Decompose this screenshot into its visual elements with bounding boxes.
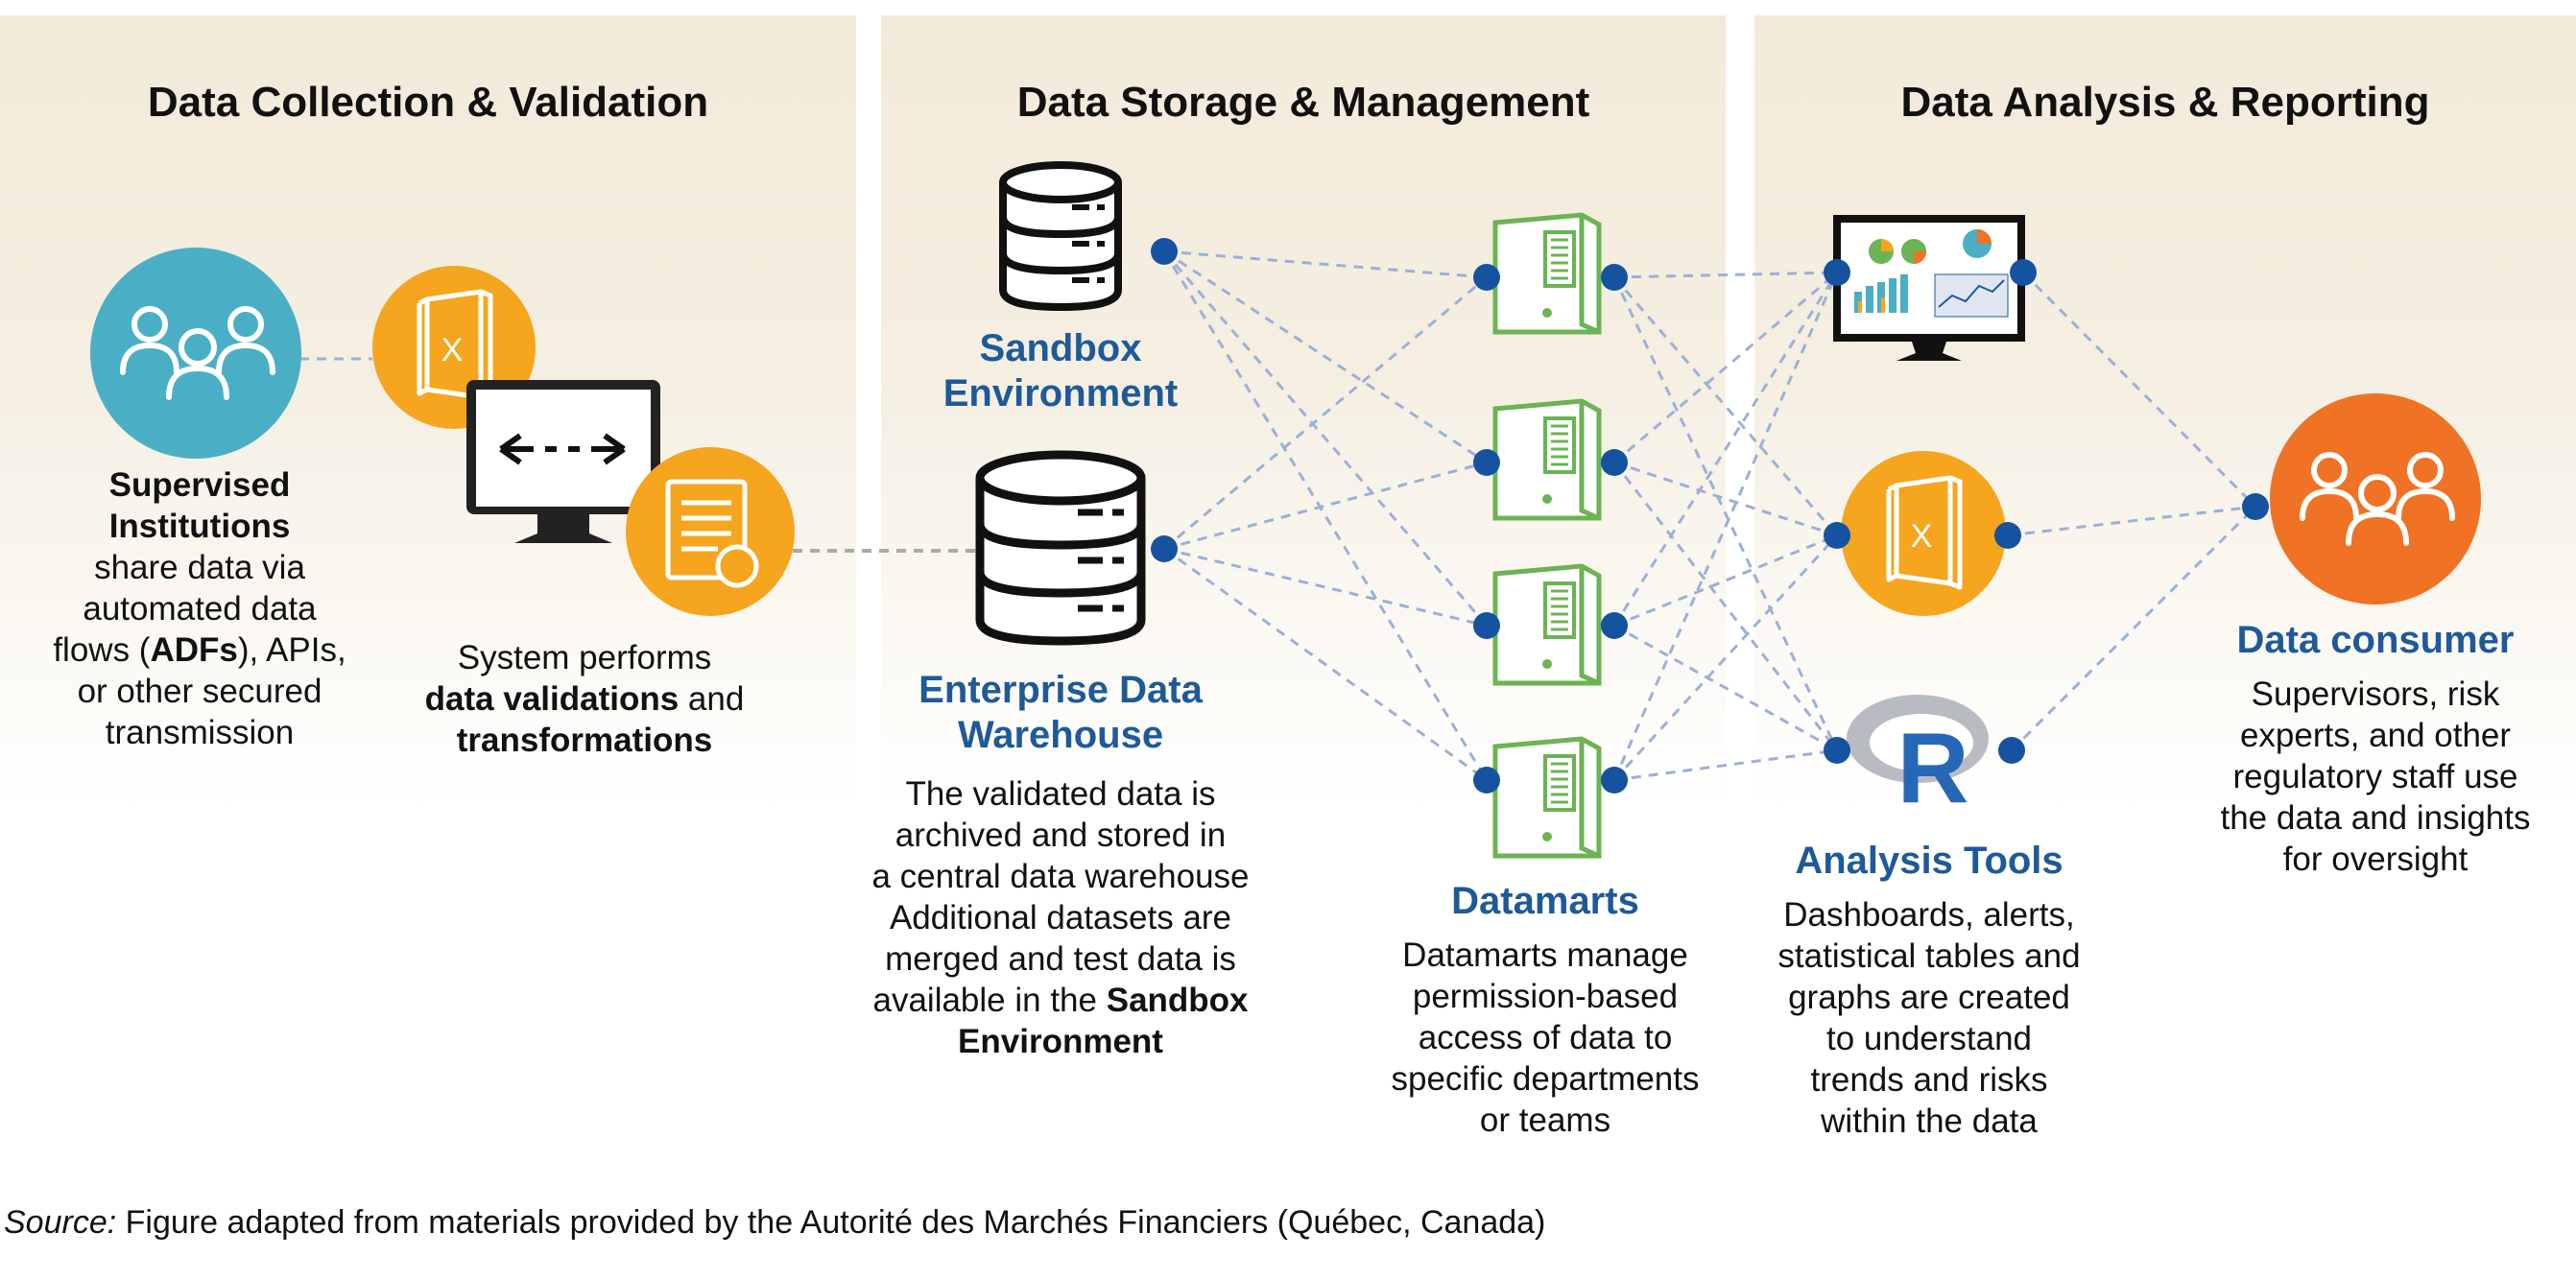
warehouse-sandbox: Sandbox — [1106, 982, 1249, 1019]
warehouse-line-3: a central data warehouse — [871, 858, 1250, 895]
server-icon — [1492, 736, 1602, 859]
consumer-line-4: the data and insights — [2220, 799, 2531, 837]
server-icon — [1492, 398, 1602, 521]
consumer-line-2: experts, and other — [2239, 717, 2512, 754]
svg-text:X: X — [1911, 518, 1933, 555]
datamarts-title: Datamarts — [1451, 880, 1639, 922]
tools-line-1: Dashboards, alerts, — [1783, 896, 2075, 934]
database-icon — [975, 450, 1146, 646]
consumer-line-5: for oversight — [2282, 841, 2469, 878]
database-icon — [999, 161, 1122, 312]
connection-dots — [1151, 238, 2269, 794]
monitor-arrows-icon — [466, 380, 660, 543]
datamarts-line-3: access of data to — [1418, 1019, 1673, 1056]
source-label: Source: — [4, 1204, 117, 1241]
institutions-line-3c: ), APIs, — [237, 631, 346, 669]
dashboard-monitor-icon — [1833, 215, 2025, 361]
datamarts-line-4: specific departments — [1391, 1060, 1700, 1098]
warehouse-line-7: Environment — [958, 1023, 1163, 1060]
source-note: Source: Figure adapted from materials pr… — [4, 1204, 1545, 1242]
datamarts-line-1: Datamarts manage — [1402, 936, 1688, 974]
warehouse-line-5: merged and test data is — [885, 940, 1236, 978]
warehouse-text: The validated data is archived and store… — [845, 773, 1276, 1062]
tools-title: Analysis Tools — [1795, 840, 2063, 882]
source-text: Figure adapted from materials provided b… — [116, 1204, 1546, 1241]
r-logo-letter: R — [1896, 713, 1968, 824]
excel-file-icon: X — [1841, 451, 2006, 616]
tools-text: Dashboards, alerts, statistical tables a… — [1737, 894, 2121, 1142]
institutions-title-2: Institutions — [108, 508, 291, 545]
warehouse-line-4: Additional datasets are — [889, 899, 1232, 936]
sandbox-title: Sandbox Environment — [902, 326, 1219, 416]
people-icon — [2270, 393, 2481, 604]
warehouse-line-6a: available in the — [872, 982, 1107, 1019]
institutions-line-2: automated data — [83, 590, 317, 628]
institutions-line-5: transmission — [105, 714, 295, 751]
datamarts-line-2: permission-based — [1412, 978, 1679, 1015]
people-icon — [90, 248, 301, 459]
warehouse-title: Enterprise Data Warehouse — [864, 668, 1257, 758]
datamarts-text: Datamarts manage permission-based access… — [1344, 935, 1747, 1141]
consumer-line-1: Supervisors, risk — [2251, 676, 2500, 713]
warehouse-title-1: Enterprise Data — [918, 669, 1203, 711]
panel-analysis — [1754, 15, 2576, 812]
warehouse-title-2: Warehouse — [957, 714, 1164, 756]
consumer-line-3: regulatory staff use — [2232, 758, 2518, 795]
server-icon — [1492, 563, 1602, 686]
connector-lines — [299, 249, 2257, 782]
system-line-1: System performs — [457, 639, 712, 676]
tools-line-4: to understand — [1825, 1020, 2033, 1057]
institutions-adfs: ADFs — [150, 631, 238, 669]
tools-line-3: graphs are created — [1788, 979, 2070, 1016]
datamarts-line-5: or teams — [1479, 1102, 1611, 1139]
system-line-2b: and — [679, 680, 745, 718]
system-line-3: transformations — [456, 722, 713, 759]
sandbox-line-1: Sandbox — [979, 327, 1142, 369]
tools-line-2: statistical tables and — [1777, 937, 2081, 975]
sandbox-line-2: Environment — [942, 372, 1179, 415]
institutions-line-3: flows (ADFs), APIs, — [19, 629, 380, 671]
warehouse-line-6: available in the Sandbox — [845, 980, 1276, 1021]
institutions-line-4: or other secured — [77, 673, 322, 710]
tools-line-6: within the data — [1821, 1102, 2038, 1140]
warehouse-line-1: The validated data is — [905, 775, 1216, 813]
system-validations: data validations — [424, 680, 680, 718]
system-text: System performs data validations and tra… — [397, 637, 772, 761]
consumer-text: Supervisors, risk experts, and other reg… — [2179, 674, 2572, 880]
header-analysis: Data Analysis & Reporting — [1900, 79, 2430, 126]
r-logo-icon: R — [1847, 695, 1989, 824]
institutions-line-1: share data via — [94, 549, 305, 586]
institutions-text: Supervised Institutions share data via a… — [19, 464, 380, 753]
header-storage: Data Storage & Management — [1016, 79, 1590, 126]
tools-line-5: trends and risks — [1810, 1061, 2048, 1099]
institutions-title-1: Supervised — [108, 466, 291, 504]
system-line-2: data validations and — [397, 678, 772, 720]
document-search-icon — [626, 447, 795, 616]
svg-text:X: X — [441, 332, 464, 368]
header-collection: Data Collection & Validation — [147, 79, 709, 126]
warehouse-line-2: archived and stored in — [894, 817, 1227, 854]
server-icon — [1492, 212, 1602, 335]
consumer-title: Data consumer — [2236, 619, 2515, 661]
institutions-line-3a: flows ( — [53, 631, 151, 669]
